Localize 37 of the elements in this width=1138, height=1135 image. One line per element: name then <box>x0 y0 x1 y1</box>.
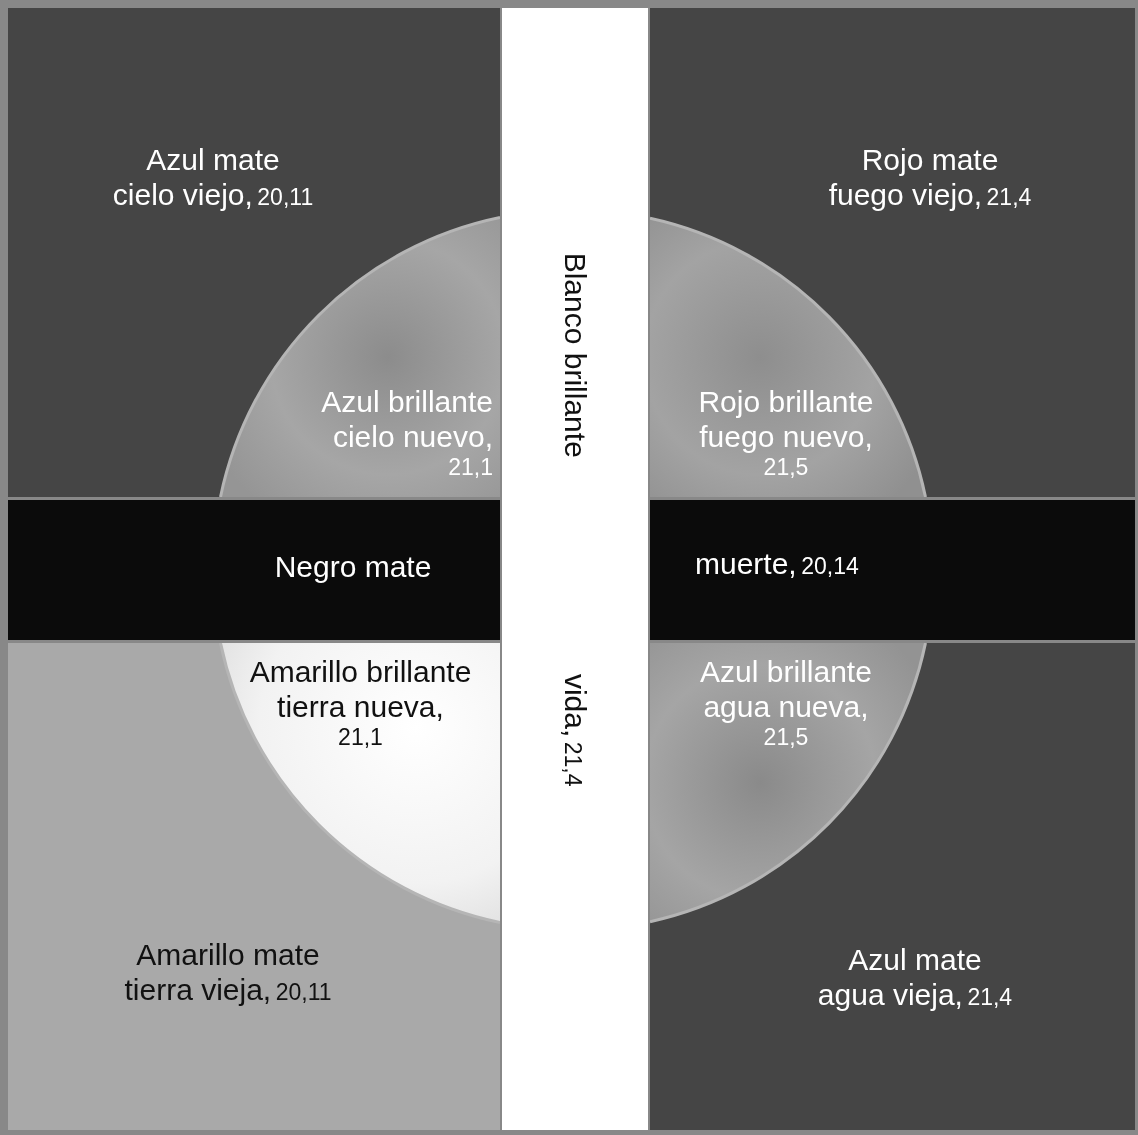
region-label: Negro mate <box>274 550 432 583</box>
number-label: 21,1 <box>338 724 383 750</box>
region-label: agua vieja, <box>817 977 963 1011</box>
region-label: Amarillo mate <box>136 938 320 971</box>
number-label: 20,11 <box>257 183 314 210</box>
quadrant-panel <box>650 8 1135 497</box>
region-label: tierra vieja, <box>124 972 272 1006</box>
region-label: cielo nuevo, <box>332 419 493 453</box>
region-label: vida, <box>559 673 593 738</box>
vertical-band <box>502 8 648 1130</box>
region-label: muerte, <box>695 547 797 580</box>
region-label: Azul brillante <box>321 385 493 418</box>
region-label: Blanco brillante <box>559 252 593 458</box>
number-label: 21,5 <box>763 454 809 480</box>
horizontal-band <box>650 500 1135 640</box>
number-label: 21,4 <box>560 741 587 787</box>
number-label: 21,4 <box>986 183 1032 210</box>
quadrant-panel <box>650 643 1135 1130</box>
quadrant-panel <box>8 8 500 497</box>
number-label: 20,11 <box>275 978 332 1005</box>
region-label: fuego viejo, <box>828 177 983 211</box>
number-label: 21,5 <box>763 724 809 750</box>
region-label: tierra nueva, <box>277 689 444 723</box>
region-label: Rojo mate <box>861 143 999 176</box>
region-label: Azul brillante <box>700 655 872 688</box>
number-label: 21,4 <box>967 983 1013 1010</box>
horizontal-band <box>8 500 500 640</box>
region-label: Azul mate <box>848 943 982 976</box>
quadrant-panel <box>8 643 500 1130</box>
region-label: agua nueva, <box>703 689 869 723</box>
region-label: cielo viejo, <box>112 177 253 211</box>
number-label: 20,14 <box>801 553 859 579</box>
number-label: 21,1 <box>448 454 493 480</box>
region-label: Amarillo brillante <box>249 655 472 688</box>
region-label: Azul mate <box>146 143 280 176</box>
region-label: fuego nuevo, <box>699 419 873 453</box>
region-label: Rojo brillante <box>698 385 874 418</box>
